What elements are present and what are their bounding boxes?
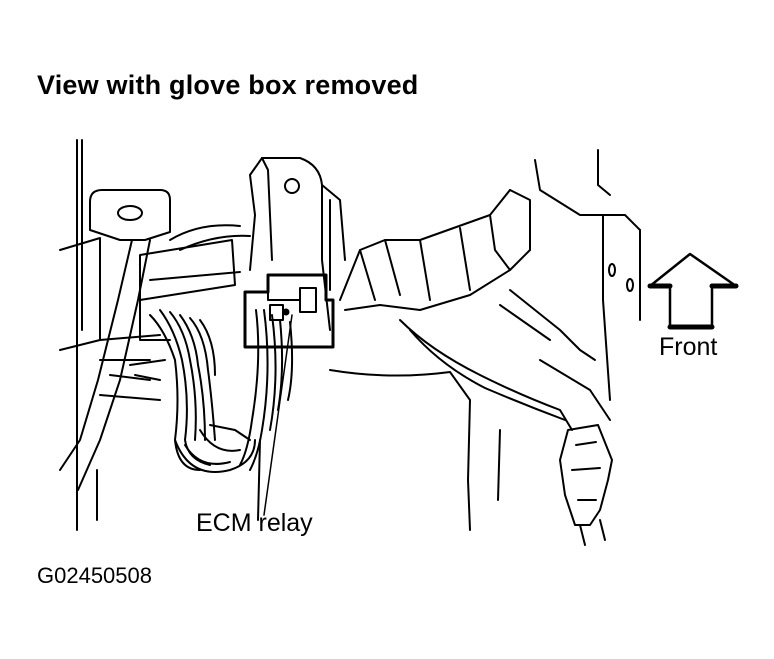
figure-id: G02450508 <box>37 563 152 588</box>
lower-panel <box>329 369 501 531</box>
right-structure <box>499 149 641 421</box>
diagram-title: View with glove box removed <box>37 70 419 100</box>
callout-leader-line <box>263 314 293 516</box>
steering-column-beam <box>339 189 531 311</box>
left-bracket <box>59 189 171 491</box>
ecm-relay-callout: ECM relay <box>196 509 313 537</box>
relay-wires <box>239 309 294 521</box>
right-harness <box>399 319 613 546</box>
up-arrow-icon <box>647 252 739 330</box>
wire-bundle <box>129 309 256 473</box>
front-direction-label: Front <box>659 333 718 361</box>
center-bracket <box>249 157 346 331</box>
dashboard-panel <box>59 224 251 401</box>
left-pillar <box>76 139 98 531</box>
